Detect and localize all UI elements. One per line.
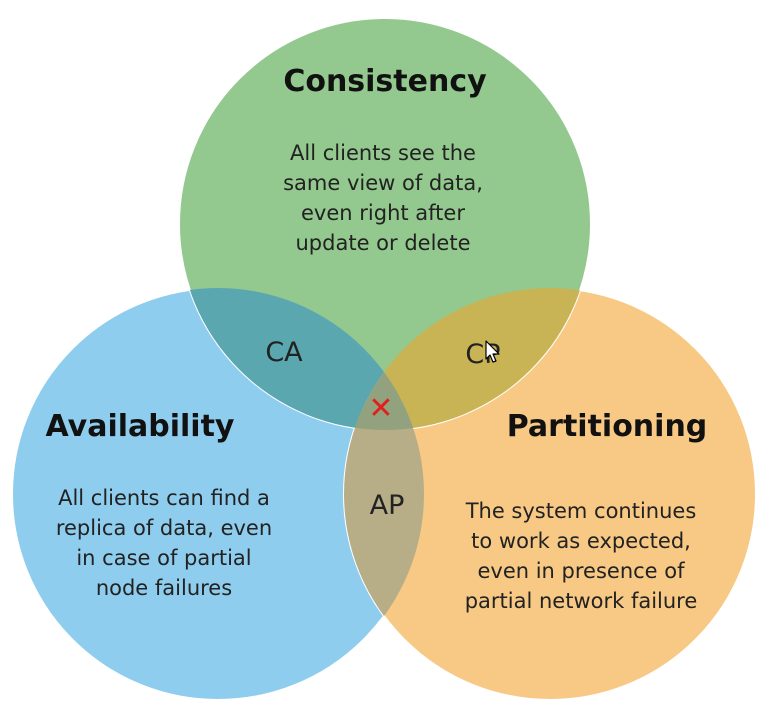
ca-label: CA <box>265 337 303 368</box>
ap-label: AP <box>370 490 405 521</box>
center-cross-icon: ✕ <box>368 391 393 426</box>
availability-desc-line-1: All clients can find a <box>58 486 270 510</box>
availability-title: Availability <box>46 409 235 444</box>
partitioning-desc-line-4: partial network failure <box>465 589 698 613</box>
consistency-desc-line-4: update or delete <box>296 231 471 255</box>
mouse-cursor-icon <box>485 340 500 363</box>
consistency-title: Consistency <box>283 64 487 99</box>
consistency-desc-line-2: same view of data, <box>283 171 483 195</box>
availability-desc-line-3: in case of partial <box>76 546 251 570</box>
cp-overlap <box>344 288 591 430</box>
ca-overlap <box>179 288 424 430</box>
partitioning-desc-line-1: The system continues <box>465 499 697 523</box>
partitioning-desc-line-2: to work as expected, <box>471 529 691 553</box>
consistency-desc-line-3: even right after <box>301 201 465 225</box>
partitioning-title: Partitioning <box>507 409 708 444</box>
availability-desc-line-2: replica of data, even <box>56 516 272 540</box>
availability-desc-line-4: node failures <box>96 576 232 600</box>
partitioning-desc-line-3: even in presence of <box>477 559 685 583</box>
consistency-desc-line-1: All clients see the <box>290 141 476 165</box>
